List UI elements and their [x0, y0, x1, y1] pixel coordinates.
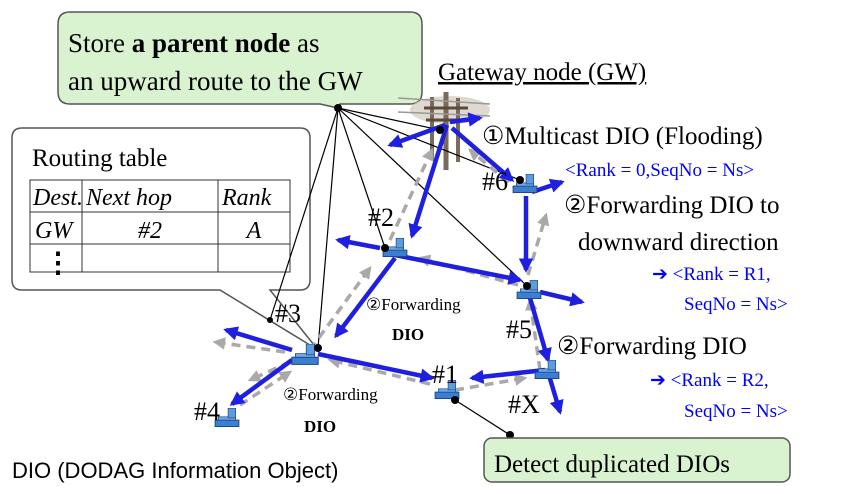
node-4-label: #4 [194, 397, 220, 426]
node-6-label: #6 [482, 167, 508, 196]
multicast-dio-label: ①Multicast DIO (Flooding) [482, 123, 763, 150]
forwarding-small-b-line2: DIO [304, 417, 336, 436]
node-6-icon [512, 174, 538, 194]
node-3-label: #3 [275, 299, 301, 328]
gw-rank-label: <Rank = 0,SeqNo = Ns> [565, 160, 754, 181]
table-cell-dest: GW [35, 218, 74, 244]
node-x-label: #X [508, 390, 540, 419]
routing-table-title: Routing table [32, 145, 167, 172]
r2-seq-label: SeqNo = Ns> [684, 401, 788, 422]
duplicate-callout-text: Detect duplicated DIOs [494, 451, 730, 478]
table-header-dest: Dest. [32, 185, 83, 211]
r1-seq-label: SeqNo = Ns> [684, 294, 788, 315]
forward-down-line1: ②Forwarding DIO to [564, 192, 779, 219]
table-cell-rank: A [245, 218, 262, 244]
r1-rank-label: ➔ <Rank = R1, [652, 264, 771, 285]
table-cell-next-hop: #2 [138, 218, 162, 244]
r2-rank-label: ➔ <Rank = R2, [650, 370, 769, 391]
blue-dio-arrows [223, 112, 585, 415]
parent-callout-line1: Store a parent node as [68, 28, 320, 58]
forwarding-small-b-line1: ②Forwarding [283, 385, 378, 404]
table-header-rank: Rank [221, 185, 272, 211]
routing-table-callout: Routing table Dest. Next hop Rank GW #2 … [11, 127, 319, 351]
table-ellipsis: ⋮ [44, 248, 72, 279]
forwarding-small-a-line1: ②Forwarding [366, 295, 461, 314]
forwarding-dio-label: ②Forwarding DIO [557, 333, 747, 360]
forward-down-line2: downward direction [578, 229, 779, 256]
parent-callout-line2: an upward route to the GW [68, 66, 363, 96]
duplicate-callout: Detect duplicated DIOs [483, 437, 791, 483]
table-header-next-hop: Next hop [85, 185, 172, 211]
forwarding-small-a-line2: DIO [392, 325, 424, 344]
node-5-label: #5 [506, 315, 532, 344]
node-2-label: #2 [368, 203, 394, 232]
parent-node-callout: Store a parent node as an upward route t… [57, 11, 423, 109]
node-dots [267, 104, 531, 439]
node-1-label: #1 [432, 360, 458, 389]
dio-footer-label: DIO (DODAG Information Object) [12, 458, 338, 483]
node-labels: #6 #2 #5 #3 #1 #X #4 [194, 167, 540, 426]
gateway-label: Gateway node (GW) [438, 59, 646, 86]
